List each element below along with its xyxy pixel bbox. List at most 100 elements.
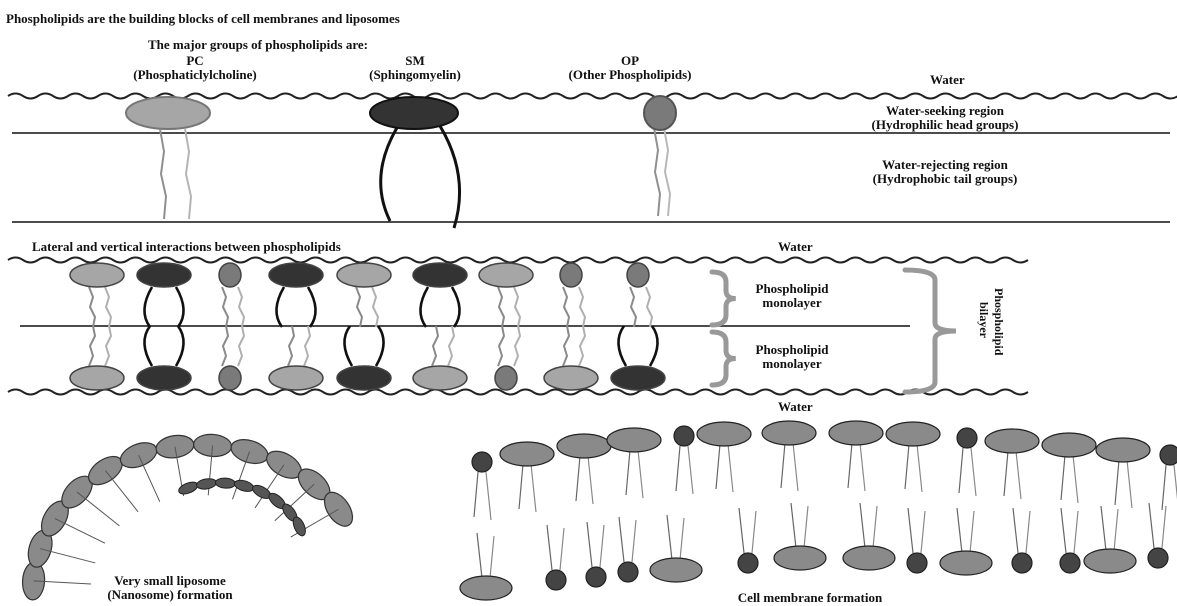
membrane-top-head-6 (697, 422, 751, 446)
bilayer-top-lipid-1-tail-right (105, 287, 111, 327)
membrane-bottom-head-11 (1012, 553, 1032, 573)
sm-tail-right (440, 126, 460, 228)
membrane-top-tail-b-4 (638, 450, 643, 498)
membrane-top-tail-a-9 (905, 444, 909, 489)
membrane-bottom-tail-a-12 (1061, 508, 1066, 553)
membrane-top-head-14 (1160, 445, 1177, 465)
bilayer-top-lipid-6-tail-right (452, 287, 460, 327)
membrane-top-tail-a-2 (519, 464, 523, 509)
membrane-top-tail-b-6 (728, 444, 733, 492)
membrane-bottom-tail-a-11 (1013, 508, 1018, 553)
bilayer-top-lipid-9-tail-left (630, 287, 636, 327)
liposome-inner-head-2 (196, 477, 217, 490)
membrane-top-tail-b-8 (860, 443, 865, 491)
bilayer-bottom-lipid-3-tail-left (222, 326, 228, 366)
membrane-top-tail-a-6 (716, 444, 720, 489)
bilayer-top-lipid-7-tail-left (498, 287, 504, 327)
bilayer-brace (905, 270, 956, 392)
membrane-bottom-tail-b-4 (632, 520, 636, 562)
membrane-bottom-tail-b-2 (560, 528, 564, 570)
bilayer-top-lipid-3-tail-right (238, 287, 244, 327)
membrane-bottom-tail-a-9 (908, 508, 913, 553)
membrane-top-head-11 (985, 429, 1039, 453)
bilayer-top-lipid-5-head (337, 263, 391, 287)
membrane-bottom-tail-b-11 (1026, 511, 1030, 553)
bilayer-bottom-lipid-2-head (137, 366, 191, 390)
bilayer-top-lipid-7-head (479, 263, 533, 287)
membrane-top-tail-b-7 (793, 443, 798, 491)
membrane-top-head-5 (674, 426, 694, 446)
bilayer-bottom-lipid-5-tail-right (376, 326, 384, 366)
bilayer-top-lipid-2-head (137, 263, 191, 287)
membrane-bottom-head-10 (940, 551, 992, 575)
liposome-inner-head-3 (215, 478, 236, 489)
liposome-inner-head-1 (177, 480, 199, 497)
membrane-top-head-9 (886, 422, 940, 446)
pc-tail-left (160, 129, 166, 219)
membrane-bottom-head-7 (774, 546, 826, 570)
membrane-bottom-head-4 (618, 562, 638, 582)
membrane-top-head-2 (500, 442, 554, 466)
membrane-top-tail-a-7 (781, 443, 785, 488)
bilayer-bottom-lipid-5-tail-left (344, 326, 352, 366)
membrane-top-tail-a-1 (474, 472, 478, 517)
membrane-bottom-head-2 (546, 570, 566, 590)
membrane-top-head-13 (1096, 438, 1150, 462)
bilayer-bottom-lipid-7-tail-right (514, 326, 520, 366)
membrane-top-tail-a-10 (959, 448, 963, 493)
membrane-bottom-head-5 (650, 558, 702, 582)
membrane-top-head-8 (829, 421, 883, 445)
liposome-tail-3 (55, 519, 105, 544)
bilayer-bottom-lipid-9-head (611, 366, 665, 390)
bilayer-bottom-lipid-2-tail-left (144, 326, 152, 366)
membrane-bottom-head-12 (1060, 553, 1080, 573)
bilayer-top-lipid-4-tail-left (276, 287, 284, 327)
membrane-top-tail-b-9 (917, 444, 922, 492)
membrane-bottom-tail-b-1 (490, 536, 494, 578)
bilayer-bottom-lipid-4-head (269, 366, 323, 390)
membrane-top-tail-a-4 (626, 450, 630, 495)
bilayer-bottom-lipid-6-tail-right (448, 326, 454, 366)
op-tail-left (654, 128, 660, 216)
membrane-bottom-head-8 (843, 546, 895, 570)
bilayer-bottom-lipid-1-head (70, 366, 124, 390)
sm-tail-left (381, 126, 398, 221)
bilayer-top-lipid-7-tail-right (514, 287, 520, 327)
membrane-bottom-tail-a-3 (587, 522, 592, 567)
membrane-bottom-tail-b-3 (600, 525, 604, 567)
membrane-bottom-tail-a-10 (957, 508, 962, 553)
membrane-top-tail-b-12 (1073, 455, 1078, 503)
membrane-bottom-head-6 (738, 553, 758, 573)
membrane-top-tail-b-3 (588, 456, 593, 504)
membrane-bottom-tail-a-8 (860, 503, 865, 548)
bilayer-top-lipid-5-tail-left (356, 287, 362, 327)
membrane-top-tail-b-13 (1127, 460, 1132, 508)
membrane-bottom-tail-b-10 (970, 511, 974, 553)
membrane-bottom-tail-b-7 (804, 506, 808, 548)
membrane-bottom-head-3 (586, 567, 606, 587)
bilayer-bottom-lipid-7-tail-left (498, 326, 504, 366)
membrane-top-head-10 (957, 428, 977, 448)
membrane-top-tail-a-11 (1004, 451, 1008, 496)
membrane-bottom-tail-b-14 (1162, 506, 1166, 548)
membrane-bottom-tail-b-5 (680, 518, 684, 560)
membrane-bottom-head-13 (1084, 549, 1136, 573)
bilayer-top-lipid-8-tail-right (579, 287, 585, 327)
membrane-bottom-tail-b-8 (873, 506, 877, 548)
bilayer-bottom-lipid-6-head (413, 366, 467, 390)
membrane-top-tail-a-13 (1115, 460, 1119, 505)
bilayer-top-lipid-2-tail-left (144, 287, 152, 327)
bilayer-bottom-lipid-4-tail-right (304, 326, 310, 366)
bilayer-top-lipid-1-tail-left (89, 287, 95, 327)
bilayer-bottom-lipid-8-tail-right (579, 326, 585, 366)
membrane-bottom-tail-a-7 (791, 503, 796, 548)
bilayer-bottom-lipid-5-head (337, 366, 391, 390)
liposome-tail-4 (77, 492, 119, 526)
membrane-top-head-12 (1042, 433, 1096, 457)
membrane-top-tail-b-1 (486, 472, 491, 520)
membrane-bottom-tail-b-6 (752, 511, 756, 553)
bilayer-top-lipid-6-tail-left (420, 287, 428, 327)
bilayer-top-lipid-8-tail-left (563, 287, 569, 327)
membrane-top-head-7 (762, 421, 816, 445)
bilayer-top-lipid-6-head (413, 263, 467, 287)
